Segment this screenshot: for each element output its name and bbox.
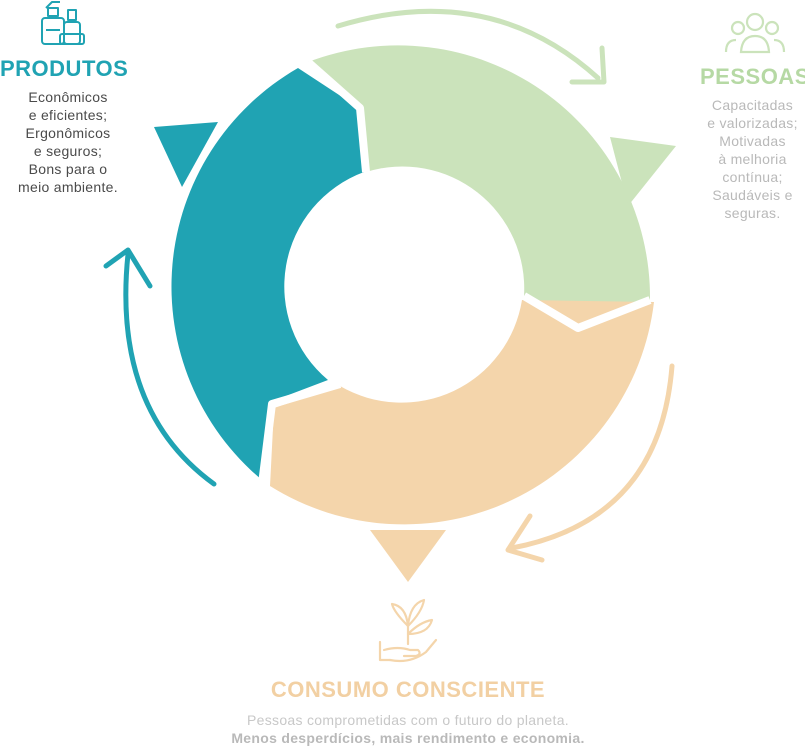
produtos-line: Bons para o [28,161,108,177]
consumo-block: CONSUMO CONSCIENTE Pessoas comprometidas… [180,677,636,747]
hand-plant-icon [378,598,438,663]
pointer-produtos [154,122,218,187]
pessoas-line: e valorizadas; [707,115,798,131]
pessoas-line: Capacitadas [711,97,794,113]
produtos-block: PRODUTOS Econômicos e eficientes; Ergonô… [0,56,128,196]
pessoas-title: PESSOAS [700,64,805,89]
ring-segment-pessoas [308,45,651,328]
cleaning-products-icon [41,1,85,45]
arrow-consumo [505,363,675,563]
ring-segment-produtos [171,68,364,480]
arrow-pessoas [335,8,607,85]
ring-segment-consumo [270,300,654,525]
pointer-consumo [370,530,446,582]
consumo-title: CONSUMO CONSCIENTE [270,677,546,702]
pessoas-block: PESSOAS Capacitadas e valorizadas; Motiv… [700,64,805,222]
produtos-line: e eficientes; [28,107,108,123]
pessoas-line: Motivadas [719,133,786,149]
pessoas-line: à melhoria [718,151,787,167]
cycle-ring [171,45,654,525]
produtos-line: Ergonômicos [25,125,111,141]
arrow-produtos [103,247,217,487]
consumo-line-1: Pessoas comprometidas com o futuro do pl… [247,712,569,728]
produtos-line: e seguros; [33,143,103,159]
pointer-pessoas [610,137,676,206]
produtos-line: meio ambiente. [18,179,118,195]
pessoas-line: Saudáveis e [712,187,793,203]
pessoas-line: contínua; [722,169,783,185]
pessoas-line: seguras. [724,205,781,221]
produtos-line: Econômicos [28,89,108,105]
produtos-title: PRODUTOS [0,56,129,81]
people-group-icon [724,12,786,54]
consumo-line-2: Menos desperdícios, mais rendimento e ec… [231,730,585,746]
